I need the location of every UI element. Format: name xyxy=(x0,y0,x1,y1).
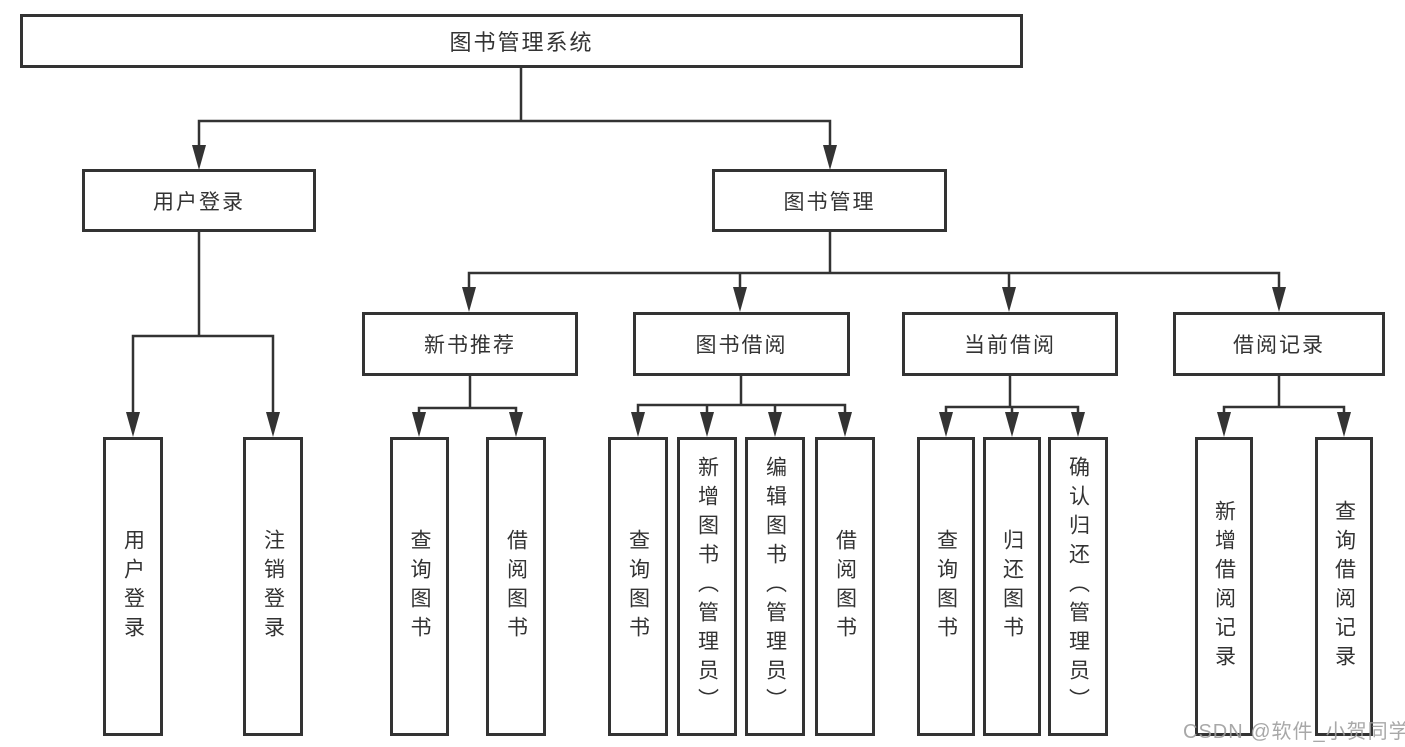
leaf-borrow-books-borrow: 借阅图书 xyxy=(815,437,875,736)
leaf-add-borrow-record: 新增借阅记录 xyxy=(1195,437,1253,736)
node-book-borrowing: 图书借阅 xyxy=(633,312,850,376)
node-book-management: 图书管理 xyxy=(712,169,947,232)
leaf-confirm-return-admin: 确认归还（管理员） xyxy=(1048,437,1108,736)
leaf-add-book-admin: 新增图书（管理员） xyxy=(677,437,737,736)
leaf-edit-book-admin: 编辑图书（管理员） xyxy=(745,437,805,736)
arrowhead xyxy=(509,412,523,437)
arrowhead xyxy=(733,287,747,312)
node-current-borrowing: 当前借阅 xyxy=(902,312,1118,376)
leaf-query-borrow-record: 查询借阅记录 xyxy=(1315,437,1373,736)
arrowhead xyxy=(939,412,953,437)
edge-current-to-leaves xyxy=(944,374,1080,418)
arrowhead xyxy=(126,412,140,437)
arrowhead xyxy=(768,412,782,437)
arrowhead xyxy=(266,412,280,437)
leaf-logout: 注销登录 xyxy=(243,437,303,736)
leaf-user-login: 用户登录 xyxy=(103,437,163,736)
edge-userlogin-to-leaves xyxy=(131,230,275,418)
edge-records-to-leaves xyxy=(1222,374,1346,418)
arrowhead xyxy=(631,412,645,437)
leaf-borrow-books-recommend: 借阅图书 xyxy=(486,437,546,736)
arrowhead xyxy=(823,145,837,170)
leaf-query-books-borrow: 查询图书 xyxy=(608,437,668,736)
node-borrowing-records: 借阅记录 xyxy=(1173,312,1385,376)
leaf-query-books-recommend: 查询图书 xyxy=(390,437,449,736)
node-user-login: 用户登录 xyxy=(82,169,316,232)
arrowhead xyxy=(462,287,476,312)
arrowhead xyxy=(1272,287,1286,312)
edge-newbook-to-leaves xyxy=(417,374,518,418)
node-library-management-system: 图书管理系统 xyxy=(20,14,1023,68)
arrowhead xyxy=(700,412,714,437)
arrowhead xyxy=(1337,412,1351,437)
arrowhead xyxy=(1071,412,1085,437)
csdn-watermark: CSDN @软件_小贺同学 xyxy=(1183,721,1405,743)
arrowhead xyxy=(192,145,206,170)
arrowhead xyxy=(1005,412,1019,437)
edge-borrow-to-leaves xyxy=(636,374,847,418)
arrowhead xyxy=(412,412,426,437)
node-new-book-recommendation: 新书推荐 xyxy=(362,312,578,376)
edge-bookmgmt-to-level3 xyxy=(467,230,1281,293)
edge-root-to-level2 xyxy=(197,66,832,151)
arrowhead xyxy=(838,412,852,437)
arrowhead xyxy=(1217,412,1231,437)
leaf-query-books-current: 查询图书 xyxy=(917,437,975,736)
arrowhead xyxy=(1002,287,1016,312)
leaf-return-book: 归还图书 xyxy=(983,437,1041,736)
arrowheads xyxy=(126,145,1351,437)
